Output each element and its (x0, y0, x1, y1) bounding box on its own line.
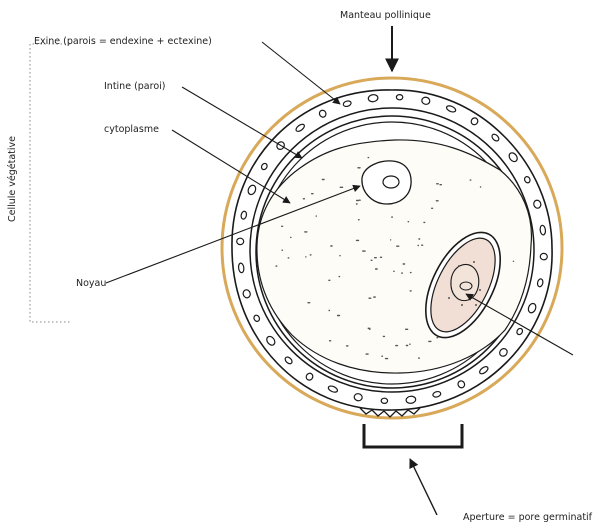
exine-cavity (238, 263, 244, 273)
exine-cavity (540, 253, 547, 260)
cytoplasm-granule (421, 245, 423, 246)
exine-cavity (381, 398, 388, 404)
cytoplasm-granule (310, 254, 312, 255)
cytoplasm-granule (431, 208, 433, 209)
cytoplasm-granule (311, 193, 314, 194)
cytoplasm-granule (322, 179, 325, 180)
label-intine: Intine (paroi) (104, 81, 166, 92)
exine-cavity (237, 238, 244, 245)
cytoplasm-granule (375, 268, 378, 269)
cytoplasm-granule (410, 272, 412, 273)
cytoplasm-granule (417, 245, 419, 246)
label-cellule-vegetative: Cellule végétative (7, 136, 18, 222)
cytoplasm-granule (340, 187, 344, 188)
cytoplasm-granule (356, 203, 358, 204)
cytoplasm-granule (406, 345, 409, 346)
cytoplasm-granule (330, 245, 333, 246)
cytoplasm-granule (391, 216, 393, 217)
cytoplasm-granule (328, 280, 330, 281)
cytoplasm-granule (395, 345, 398, 346)
cytoplasm-granule (281, 250, 283, 251)
label-exine: Exine (parois = endexine + ectexine) (34, 36, 212, 47)
aperture-bracket (364, 424, 462, 447)
cytoplasm-granule (408, 221, 410, 222)
label-noyau: Noyau (76, 278, 106, 289)
cytoplasm-granule (381, 356, 383, 357)
cytoplasm-granule (328, 310, 330, 311)
cytoplasm-granule (368, 157, 370, 158)
cytoplasm-granule (362, 250, 366, 251)
cytoplasm-granule (385, 358, 388, 359)
cytoplasm-granule (371, 260, 373, 261)
cytoplasm-granule (513, 261, 515, 262)
cytoplasm-granule (288, 257, 290, 258)
cytoplasm-granule (436, 337, 438, 338)
cytoplasm-granule (373, 296, 376, 297)
cytoplasm-granule (418, 238, 420, 239)
cytoplasm-granule (423, 222, 425, 223)
cytoplasm-granule (439, 184, 442, 185)
cytoplasm-granule (374, 257, 377, 258)
cytoplasm-granule (405, 329, 408, 330)
cytoplasm-granule (393, 271, 395, 272)
exine-cavity (368, 94, 378, 102)
cytoplasm-granule (368, 298, 371, 299)
cytoplasm-granule (358, 219, 360, 220)
cytoplasm-granule (305, 256, 307, 257)
cytoplasm-granule (480, 186, 482, 187)
vegetative-nucleus (362, 161, 411, 204)
cytoplasm-granule (428, 341, 432, 342)
cytoplasm-granule (356, 240, 359, 241)
cytoplasm-granule (380, 257, 382, 258)
cytoplasm-granule (396, 246, 399, 247)
cytoplasm-granule (390, 239, 391, 240)
label-manteau: Manteau pollinique (340, 10, 431, 21)
cytoplasm-granule (356, 200, 359, 201)
cytoplasm-granule (470, 179, 472, 180)
cytoplasm-granule (409, 344, 411, 345)
vegetative-cell-bracket (30, 44, 70, 322)
label-cytoplasme: cytoplasme (104, 124, 159, 135)
exine-cavity (396, 94, 403, 100)
cytoplasm-granule (401, 272, 403, 273)
cytoplasm-granule (418, 357, 420, 358)
cytoplasm-granule (329, 340, 331, 341)
cytoplasm-granule (304, 231, 307, 232)
exine-cavity (540, 225, 546, 235)
nucleolus (383, 176, 399, 188)
cytoplasm-granule (307, 302, 310, 303)
cytoplasm-granule (316, 215, 318, 216)
cytoplasm-granule (303, 198, 305, 199)
cytoplasm-granule (436, 200, 439, 201)
cytoplasm-granule (290, 237, 292, 238)
cytoplasm-granule (403, 263, 406, 264)
cytoplasm-granule (339, 276, 341, 277)
cytoplasm-granule (339, 255, 341, 256)
pollen-grain (222, 78, 562, 447)
cytoplasm-granule (359, 200, 361, 201)
exine-leader (262, 42, 340, 104)
cytoplasm-granule (366, 353, 369, 354)
cytoplasm-granule (436, 183, 439, 184)
exine-cavity (406, 396, 416, 404)
cytoplasm-granule (383, 336, 385, 337)
cytoplasm-granule (337, 315, 340, 316)
cytoplasm-granule (410, 290, 412, 291)
cytoplasm-granule (346, 345, 349, 346)
aperture-arrow (410, 459, 437, 515)
label-aperture: Aperture = pore germinatif (463, 512, 593, 523)
cytoplasm-granule (368, 328, 371, 329)
cytoplasm-granule (275, 265, 277, 266)
cytoplasm-granule (357, 167, 360, 168)
cytoplasm-granule (281, 226, 283, 227)
